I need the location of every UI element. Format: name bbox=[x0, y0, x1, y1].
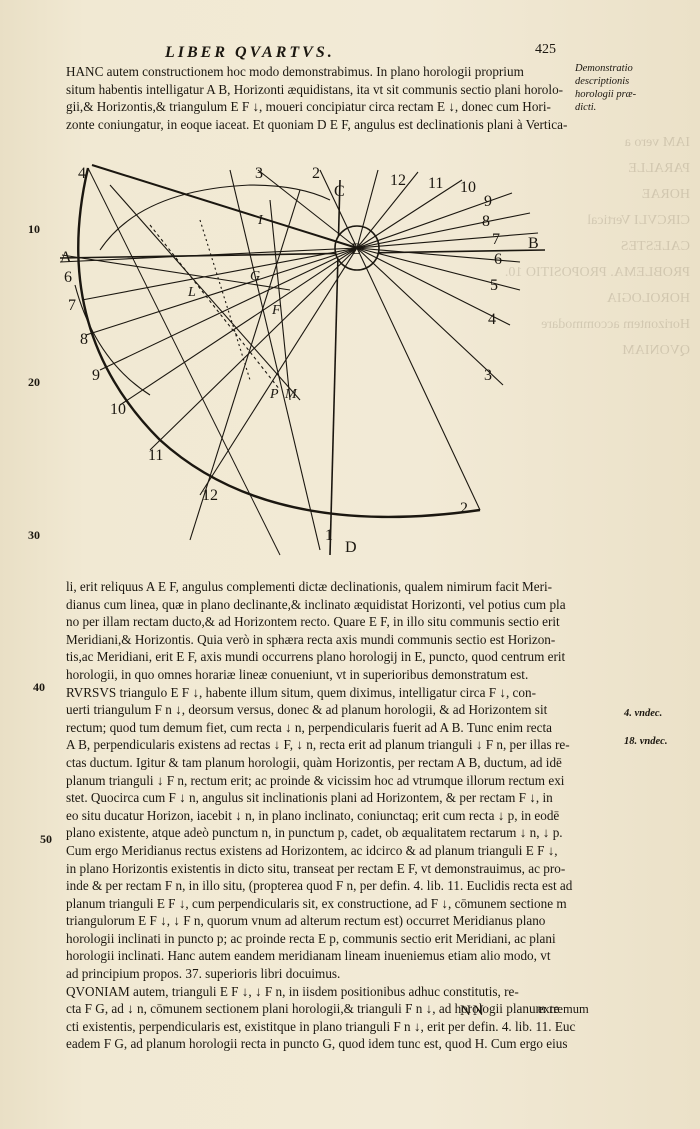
point-d: D bbox=[345, 539, 357, 556]
hour-label-2b: 2 bbox=[460, 500, 468, 517]
page-number: 425 bbox=[535, 42, 556, 57]
line-number-10: 10 bbox=[28, 222, 40, 236]
line-number-30: 30 bbox=[28, 528, 40, 542]
hour-label-12: 12 bbox=[390, 172, 406, 189]
catchword: extremum bbox=[538, 1002, 589, 1016]
hour-label-11l: 11 bbox=[148, 447, 163, 464]
line-number-20: 20 bbox=[28, 375, 40, 389]
hour-label-3: 3 bbox=[255, 165, 263, 182]
hour-label-7l: 7 bbox=[68, 297, 76, 314]
point-g: G bbox=[250, 269, 260, 284]
hour-label-11: 11 bbox=[428, 175, 443, 192]
hour-label-2: 2 bbox=[312, 165, 320, 182]
point-i: I bbox=[257, 213, 264, 228]
signature-mark: NN bbox=[460, 1003, 486, 1019]
hour-label-9: 9 bbox=[484, 193, 492, 210]
outer-arc bbox=[77, 167, 481, 519]
hour-label-9l: 9 bbox=[92, 367, 100, 384]
hour-label-10l: 10 bbox=[110, 401, 126, 418]
point-a: A bbox=[60, 249, 72, 266]
hour-label-8: 8 bbox=[482, 213, 490, 230]
hour-label-6l: 6 bbox=[64, 269, 72, 286]
point-p: P bbox=[269, 387, 279, 402]
line-a-b bbox=[59, 249, 546, 259]
hour-label-3b: 3 bbox=[484, 367, 492, 384]
paragraph-intro: HANC autem constructionem hoc modo demon… bbox=[66, 64, 568, 132]
line-number-50: 50 bbox=[40, 832, 52, 846]
hour-label-4b: 4 bbox=[488, 311, 496, 328]
inner-arc bbox=[99, 184, 331, 251]
hour-label-12l: 12 bbox=[202, 487, 218, 504]
running-title: LIBER QVARTVS. bbox=[165, 44, 335, 61]
hour-label-1: 1 bbox=[325, 527, 333, 544]
point-b: B bbox=[528, 235, 539, 252]
margin-heading: Demonstratio descriptionis horologii præ… bbox=[575, 63, 637, 113]
lower-arc bbox=[74, 284, 151, 396]
hour-label-10: 10 bbox=[460, 179, 476, 196]
point-e: E bbox=[351, 241, 361, 258]
hour-label-6: 6 bbox=[494, 251, 502, 268]
main-text: li, erit reliquus A E F, angulus complem… bbox=[66, 579, 576, 1052]
margin-note-1: 4. vndec. bbox=[624, 708, 663, 719]
point-m: M bbox=[284, 387, 298, 402]
point-c: C bbox=[334, 183, 345, 200]
point-l: L bbox=[187, 285, 196, 300]
margin-note-2: 18. vndec. bbox=[624, 736, 668, 747]
hour-label-8l: 8 bbox=[80, 331, 88, 348]
point-f: F bbox=[271, 303, 281, 318]
hour-label-7: 7 bbox=[492, 231, 500, 248]
hour-label-4: 4 bbox=[78, 165, 86, 182]
line-number-40: 40 bbox=[33, 680, 45, 694]
hour-label-5: 5 bbox=[490, 277, 498, 294]
